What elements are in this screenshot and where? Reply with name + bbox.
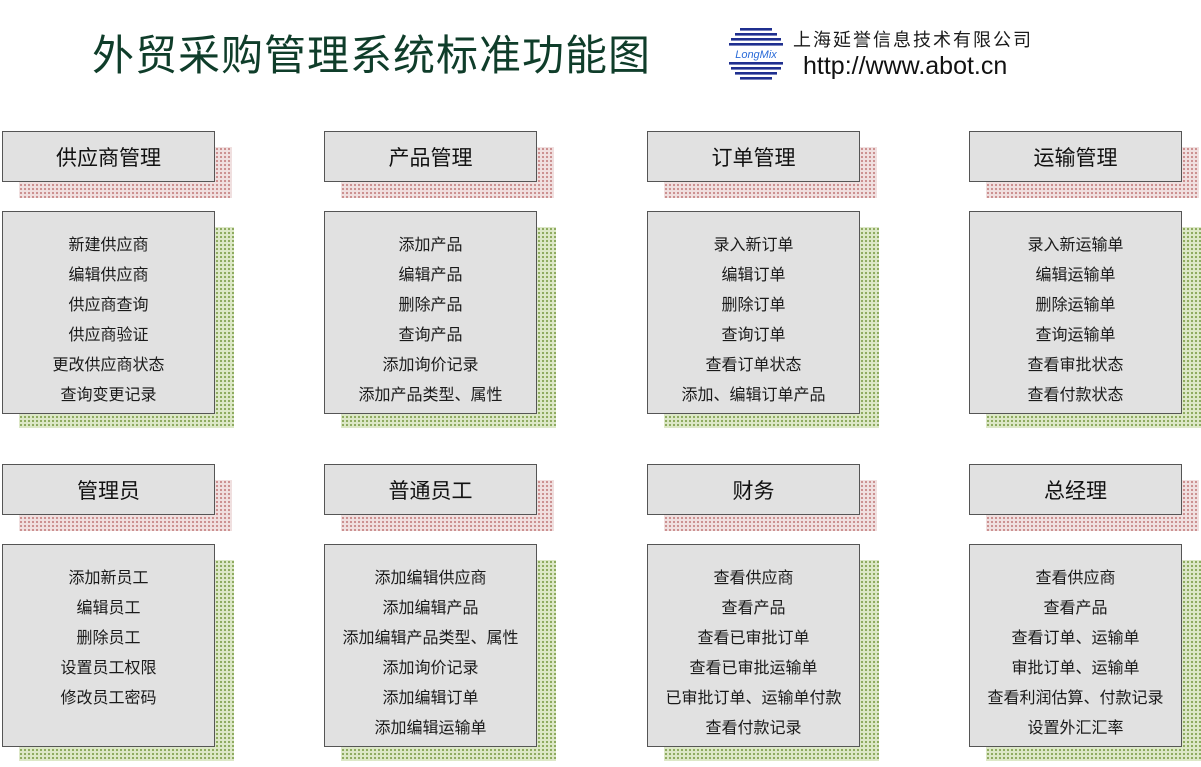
function-item: 查询订单 xyxy=(721,325,786,344)
function-item: 添加编辑供应商 xyxy=(374,568,487,587)
function-item: 查看付款记录 xyxy=(705,718,802,737)
function-item: 添加编辑订单 xyxy=(382,688,479,707)
function-item: 添加编辑产品类型、属性 xyxy=(342,628,519,647)
function-box: 新建供应商编辑供应商供应商查询供应商验证更改供应商状态查询变更记录 xyxy=(2,211,215,414)
function-box: 添加新员工编辑员工删除员工设置员工权限修改员工密码 xyxy=(2,544,215,747)
module-title: 产品管理 xyxy=(324,131,537,182)
function-box: 录入新运输单编辑运输单删除运输单查询运输单查看审批状态查看付款状态 xyxy=(969,211,1182,414)
function-item: 编辑产品 xyxy=(398,265,463,284)
module-header: 产品管理 xyxy=(324,131,554,199)
module-header: 管理员 xyxy=(2,464,232,532)
function-box: 查看供应商查看产品查看订单、运输单审批订单、运输单查看利润估算、付款记录设置外汇… xyxy=(969,544,1182,747)
module-title: 订单管理 xyxy=(647,131,860,182)
module-header: 供应商管理 xyxy=(2,131,232,199)
function-item: 查看已审批订单 xyxy=(697,628,810,647)
function-item: 删除员工 xyxy=(76,628,141,647)
function-item: 已审批订单、运输单付款 xyxy=(665,688,842,707)
function-item: 更改供应商状态 xyxy=(52,355,165,374)
function-item: 查询运输单 xyxy=(1035,325,1116,344)
function-box: 查看供应商查看产品查看已审批订单查看已审批运输单已审批订单、运输单付款查看付款记… xyxy=(647,544,860,747)
function-item: 查询产品 xyxy=(398,325,463,344)
function-item: 添加询价记录 xyxy=(382,355,479,374)
function-item: 查看供应商 xyxy=(1035,568,1116,587)
function-item: 查看产品 xyxy=(721,598,786,617)
function-item: 修改员工密码 xyxy=(60,688,157,707)
function-item: 新建供应商 xyxy=(68,235,149,254)
function-item: 供应商查询 xyxy=(68,295,149,314)
function-item: 查看已审批运输单 xyxy=(689,658,818,677)
function-item: 查看付款状态 xyxy=(1027,385,1124,404)
company-url: http://www.abot.cn xyxy=(803,52,1008,80)
function-item: 删除运输单 xyxy=(1035,295,1116,314)
module-header: 订单管理 xyxy=(647,131,877,199)
module-title: 财务 xyxy=(647,464,860,515)
function-item: 添加新员工 xyxy=(68,568,149,587)
company-name: 上海延誉信息技术有限公司 xyxy=(793,30,1033,51)
function-item: 供应商验证 xyxy=(68,325,149,344)
module-title: 运输管理 xyxy=(969,131,1182,182)
module-header: 总经理 xyxy=(969,464,1199,532)
function-item: 编辑供应商 xyxy=(68,265,149,284)
function-item: 查询变更记录 xyxy=(60,385,157,404)
function-item: 添加询价记录 xyxy=(382,658,479,677)
function-box: 添加编辑供应商添加编辑产品添加编辑产品类型、属性添加询价记录添加编辑订单添加编辑… xyxy=(324,544,537,747)
function-item: 录入新订单 xyxy=(713,235,794,254)
function-item: 设置员工权限 xyxy=(60,658,157,677)
function-item: 删除产品 xyxy=(398,295,463,314)
module-title: 管理员 xyxy=(2,464,215,515)
function-item: 查看订单、运输单 xyxy=(1011,628,1140,647)
diagram-title: 外贸采购管理系统标准功能图 xyxy=(92,31,652,80)
module-header: 普通员工 xyxy=(324,464,554,532)
function-item: 添加、编辑订单产品 xyxy=(681,385,826,404)
function-item: 编辑员工 xyxy=(76,598,141,617)
function-box: 录入新订单编辑订单删除订单查询订单查看订单状态添加、编辑订单产品 xyxy=(647,211,860,414)
function-item: 编辑运输单 xyxy=(1035,265,1116,284)
module-title: 总经理 xyxy=(969,464,1182,515)
svg-text:LongMix: LongMix xyxy=(735,49,777,61)
function-item: 添加编辑产品 xyxy=(382,598,479,617)
module-title: 供应商管理 xyxy=(2,131,215,182)
function-item: 审批订单、运输单 xyxy=(1011,658,1140,677)
function-box: 添加产品编辑产品删除产品查询产品添加询价记录添加产品类型、属性 xyxy=(324,211,537,414)
function-item: 编辑订单 xyxy=(721,265,786,284)
function-item: 录入新运输单 xyxy=(1027,235,1124,254)
function-item: 查看审批状态 xyxy=(1027,355,1124,374)
function-item: 添加产品类型、属性 xyxy=(358,385,503,404)
function-item: 查看订单状态 xyxy=(705,355,802,374)
function-item: 添加编辑运输单 xyxy=(374,718,487,737)
module-header: 运输管理 xyxy=(969,131,1199,199)
function-item: 删除订单 xyxy=(721,295,786,314)
function-item: 查看产品 xyxy=(1043,598,1108,617)
module-title: 普通员工 xyxy=(324,464,537,515)
longmix-logo-icon: LongMix xyxy=(726,28,786,80)
function-item: 查看利润估算、付款记录 xyxy=(987,688,1164,707)
module-header: 财务 xyxy=(647,464,877,532)
function-item: 设置外汇汇率 xyxy=(1027,718,1124,737)
function-item: 添加产品 xyxy=(398,235,463,254)
function-item: 查看供应商 xyxy=(713,568,794,587)
